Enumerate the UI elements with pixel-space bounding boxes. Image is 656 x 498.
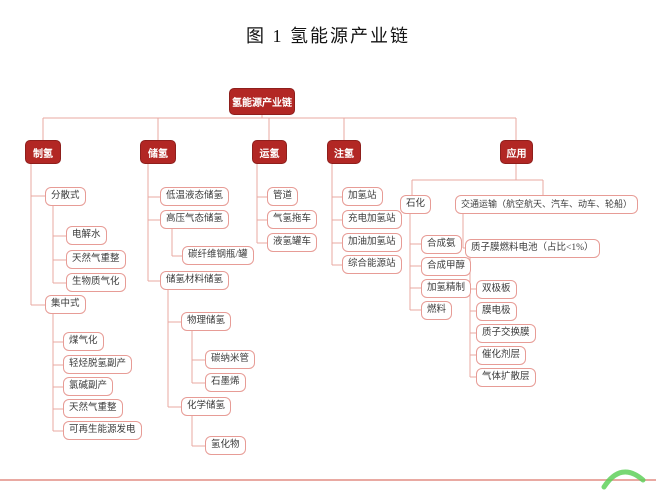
green-arc-watermark	[601, 469, 646, 490]
node-hydrogen-production: 制氢	[25, 140, 61, 164]
node-cryogenic-liquid-storage: 低温液态储氢	[160, 187, 230, 206]
node-light-hydrocarbon-byproduct: 轻烃脱氢副产	[63, 355, 133, 374]
node-material-storage: 储氢材料储氢	[160, 271, 230, 290]
node-synthetic-ammonia: 合成氨	[421, 235, 462, 254]
node-bipolar-plate: 双极板	[476, 280, 517, 299]
node-hydrofining: 加氢精制	[421, 279, 472, 298]
node-renewable-power-generation: 可再生能源发电	[63, 421, 142, 440]
node-carbon-nanotube: 碳纳米管	[205, 350, 256, 369]
node-synthetic-methanol: 合成甲醇	[421, 257, 472, 276]
node-water-electrolysis: 电解水	[66, 226, 107, 245]
node-natural-gas-reforming-distributed: 天然气重整	[66, 250, 126, 269]
node-hydrogen-transport: 运氢	[252, 140, 287, 164]
node-natural-gas-reforming-centralized: 天然气重整	[63, 399, 123, 418]
node-proton-exchange-membrane: 质子交换膜	[476, 324, 536, 343]
node-pipeline: 管道	[267, 187, 299, 206]
node-distributed: 分散式	[45, 187, 86, 206]
node-application: 应用	[500, 140, 533, 164]
node-hydrogen-storage: 储氢	[140, 140, 176, 164]
node-hydrogen-station: 加氢站	[342, 187, 383, 206]
node-gas-diffusion-layer: 气体扩散层	[476, 368, 536, 387]
node-catalyst-layer: 催化剂层	[476, 346, 527, 365]
node-centralized: 集中式	[45, 295, 86, 314]
node-charging-hydrogen-station: 充电加氢站	[342, 210, 402, 229]
node-transportation-applications: 交通运输（航空航天、汽车、动车、轮船）	[455, 195, 639, 214]
node-physical-storage: 物理储氢	[181, 312, 232, 331]
node-chemical-storage: 化学储氢	[181, 397, 232, 416]
node-root-hydrogen-industry-chain: 氢能源产业链	[229, 88, 295, 115]
node-biomass-gasification: 生物质气化	[66, 273, 126, 292]
node-coal-gasification: 煤气化	[63, 332, 104, 351]
node-hydride: 氢化物	[205, 436, 246, 455]
node-high-pressure-gas-storage: 高压气态储氢	[160, 210, 230, 229]
node-fuel: 燃料	[421, 301, 453, 320]
node-gas-hydrogen-trailer: 气氢拖车	[267, 210, 318, 229]
node-membrane-electrode: 膜电极	[476, 302, 517, 321]
node-chlor-alkali-byproduct: 氯碱副产	[63, 377, 114, 396]
node-integrated-energy-station: 综合能源站	[342, 255, 402, 274]
node-petrochemical: 石化	[400, 195, 432, 214]
node-graphene: 石墨烯	[205, 373, 246, 392]
node-hydrogen-refueling: 注氢	[327, 140, 361, 164]
node-proton-membrane-fuel-cell: 质子膜燃料电池（占比<1%）	[465, 239, 600, 258]
figure-title: 图 1 氢能源产业链	[246, 26, 410, 46]
node-carbon-fiber-cylinder: 碳纤维钢瓶/罐	[182, 246, 254, 265]
node-gas-hydrogen-station: 加油加氢站	[342, 233, 402, 252]
node-liquid-hydrogen-tanker: 液氢罐车	[267, 233, 318, 252]
